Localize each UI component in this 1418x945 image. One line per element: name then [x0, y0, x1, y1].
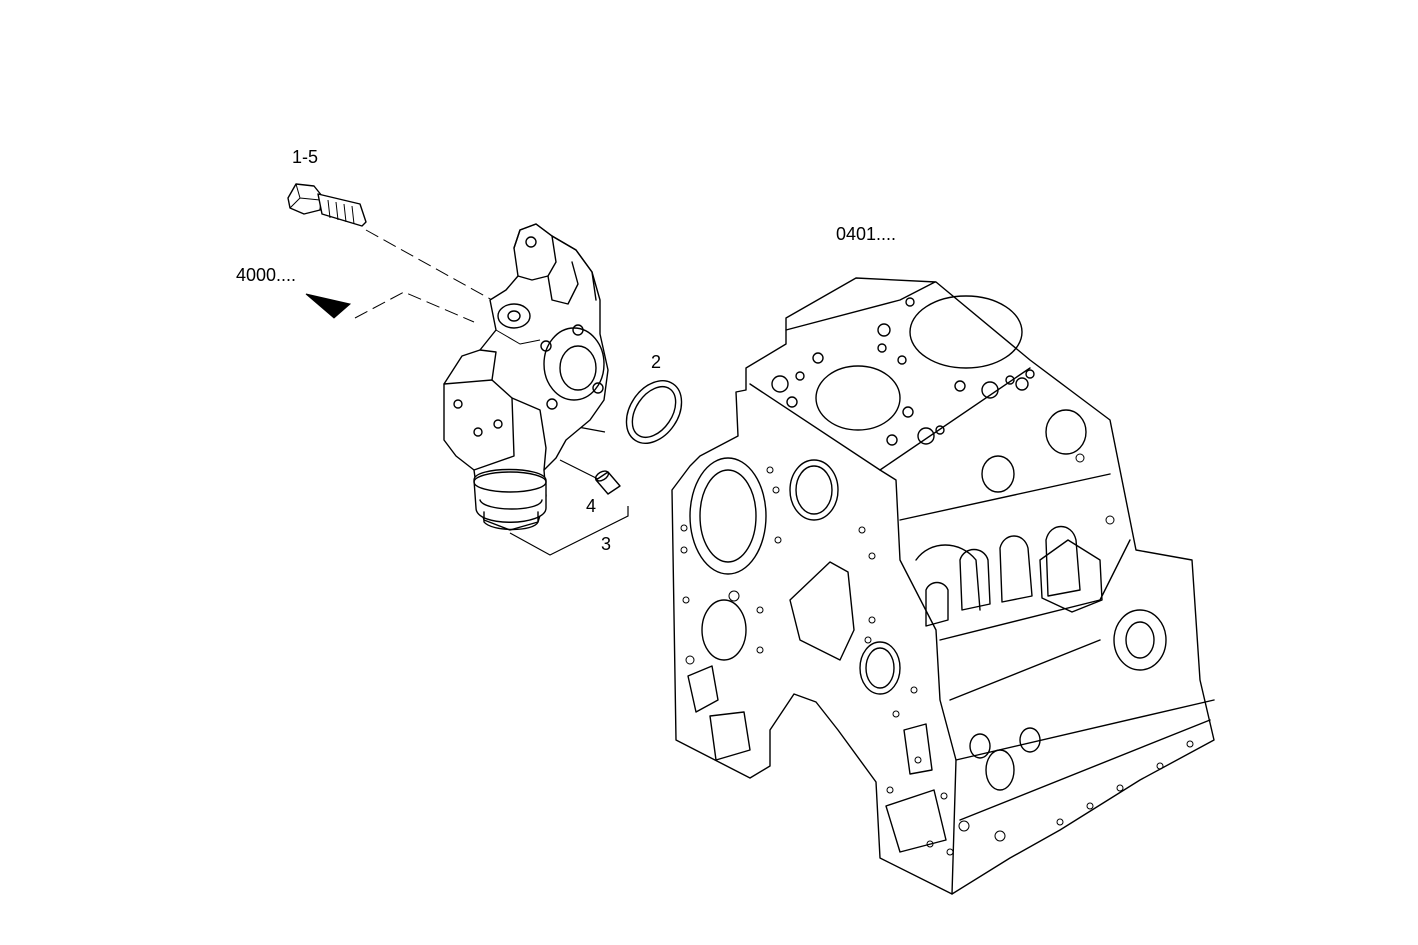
- seal-ring: [625, 380, 683, 444]
- callout-bolt: 1-5: [292, 147, 319, 167]
- callout-ref-left: 4000....: [236, 265, 297, 285]
- callout-housing: 3: [601, 534, 612, 554]
- callout-dowel: 4: [586, 496, 597, 516]
- dowel-pin: [594, 470, 621, 495]
- leader-lines: [354, 229, 629, 556]
- callout-ref-block: 0401....: [836, 224, 897, 244]
- pump-housing: [443, 223, 609, 531]
- flange-bolt: [287, 183, 367, 227]
- reference-arrow: [305, 293, 352, 319]
- callout-seal-ring: 2: [651, 352, 662, 372]
- engine-block: [671, 277, 1215, 895]
